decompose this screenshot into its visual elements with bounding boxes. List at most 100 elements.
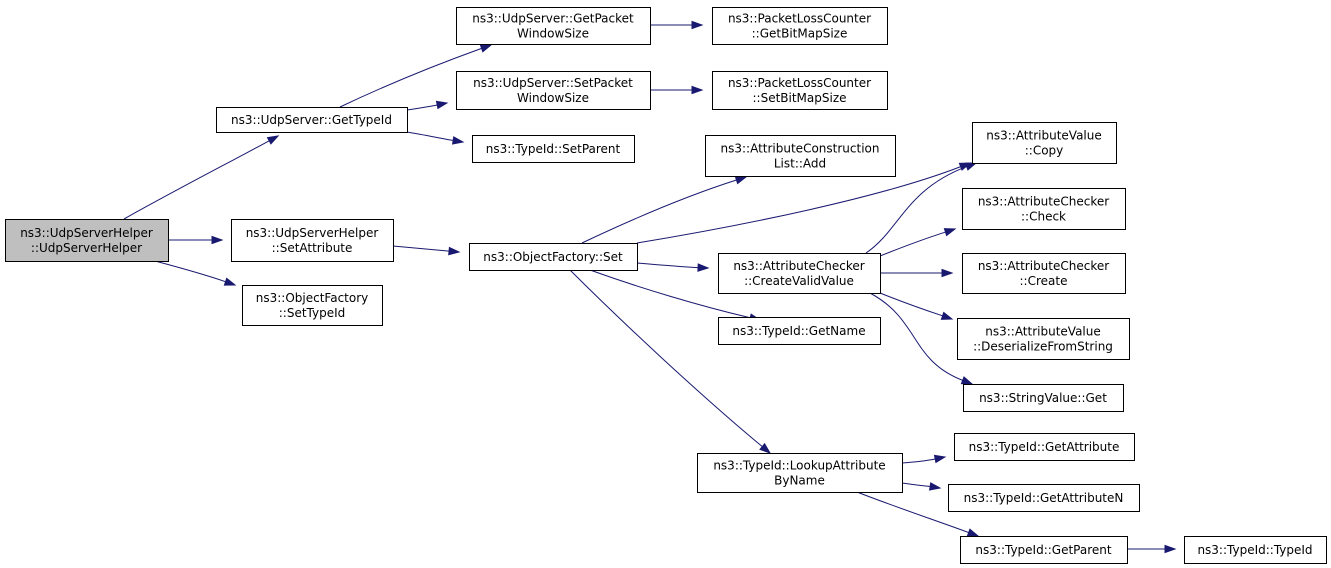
node-box (456, 71, 651, 110)
node-label: ns3::AttributeValue (986, 129, 1102, 143)
node-box (712, 7, 888, 45)
node-box (705, 135, 896, 177)
arrowhead (479, 44, 493, 53)
arrowhead (266, 135, 280, 145)
edge-createvalid-to-strget (869, 292, 974, 385)
edge-root-to-ofsettypeid (154, 260, 237, 286)
node-label: ns3::TypeId::SetParent (486, 142, 621, 156)
node-label: ns3::TypeId::GetAttributeN (964, 491, 1124, 505)
edge-line (589, 269, 751, 319)
node-box (472, 135, 635, 163)
node-label: ns3::TypeId::GetParent (975, 543, 1111, 557)
node-getparent[interactable]: ns3::TypeId::GetParent (960, 536, 1128, 564)
node-box (712, 71, 888, 110)
edge-gettypeid-to-setparent (406, 131, 465, 145)
edge-line (406, 104, 438, 111)
arrowhead (960, 376, 974, 385)
node-label: ns3::UdpServer::GetTypeId (231, 113, 392, 127)
edge-ofset-to-createvalid (636, 262, 710, 272)
edge-getpkt-to-getbitmap (650, 20, 704, 30)
node-box (5, 219, 169, 262)
edge-lookup-to-getattribute (901, 454, 947, 464)
node-box (242, 285, 383, 326)
node-label: WindowSize (517, 27, 589, 41)
node-getattribute[interactable]: ns3::TypeId::GetAttribute (954, 433, 1135, 461)
arrowhead (759, 442, 772, 454)
node-strget[interactable]: ns3::StringValue::Get (963, 384, 1124, 412)
node-box (718, 253, 881, 294)
edge-line (581, 179, 737, 244)
node-label: ns3::UdpServerHelper (246, 226, 379, 240)
node-label: ::SetBitMapSize (752, 91, 846, 105)
edge-line (879, 231, 946, 257)
node-label: ns3::TypeId::LookupAttribute (713, 459, 885, 473)
node-setattr[interactable]: ns3::UdpServerHelper::SetAttribute (231, 219, 394, 262)
arrowhead (941, 268, 954, 278)
edge-line (856, 491, 969, 534)
node-label: ::SetTypeId (279, 306, 346, 320)
edge-setpkt-to-setbitmap (650, 85, 704, 95)
arrowhead (940, 311, 954, 320)
arrowhead (691, 20, 704, 30)
node-label: ::SetAttribute (272, 241, 353, 255)
node-getname[interactable]: ns3::TypeId::GetName (718, 317, 881, 345)
node-label: ns3::TypeId::GetAttribute (969, 440, 1120, 454)
node-label: ns3::TypeId::GetName (732, 324, 865, 338)
node-label: ns3::PacketLossCounter (728, 76, 871, 90)
arrowhead (928, 482, 942, 491)
node-box (1184, 536, 1327, 564)
node-label: ByName (774, 474, 825, 488)
node-label: ns3::ObjectFactory::Set (483, 250, 623, 264)
edge-createvalid-to-avcopy (865, 162, 978, 254)
node-box (697, 453, 903, 493)
node-createvalid[interactable]: ns3::AttributeChecker::CreateValidValue (718, 253, 881, 294)
node-box (216, 107, 408, 133)
node-label: ns3::UdpServerHelper (20, 226, 153, 240)
node-typeidctor[interactable]: ns3::TypeId::TypeId (1184, 536, 1327, 564)
edge-line (901, 482, 931, 487)
edge-ofset-to-lookup (569, 269, 772, 454)
node-label: ns3::PacketLossCounter (728, 12, 871, 26)
node-label: ::CreateValidValue (744, 274, 854, 288)
node-accheck[interactable]: ns3::AttributeChecker::Check (962, 188, 1126, 230)
edge-ofset-to-acladd (581, 176, 748, 244)
arrowhead (211, 235, 224, 245)
node-accreate[interactable]: ns3::AttributeChecker::Create (962, 253, 1126, 294)
node-setparent[interactable]: ns3::TypeId::SetParent (472, 135, 635, 163)
edge-line (636, 262, 699, 269)
node-gettypeid[interactable]: ns3::UdpServer::GetTypeId (216, 107, 408, 133)
node-ofset[interactable]: ns3::ObjectFactory::Set (469, 243, 638, 271)
arrowhead (697, 263, 710, 272)
node-getattributen[interactable]: ns3::TypeId::GetAttributeN (948, 484, 1140, 512)
edge-getparent-to-typeidctor (1127, 544, 1177, 554)
node-root[interactable]: ns3::UdpServerHelper::UdpServerHelper (5, 219, 169, 262)
arrowhead (933, 454, 947, 464)
node-label: WindowSize (517, 91, 589, 105)
arrowhead (1164, 544, 1177, 554)
node-setbitmap[interactable]: ns3::PacketLossCounter::SetBitMapSize (712, 71, 888, 110)
node-ofsettypeid[interactable]: ns3::ObjectFactory::SetTypeId (242, 285, 383, 326)
edge-line (123, 140, 270, 220)
node-box (962, 188, 1126, 230)
edge-line (406, 131, 454, 141)
edge-line (392, 245, 450, 252)
node-box (231, 219, 394, 262)
node-getbitmap[interactable]: ns3::PacketLossCounter::GetBitMapSize (712, 7, 888, 45)
node-avdeser[interactable]: ns3::AttributeValue::DeserializeFromStri… (957, 318, 1130, 360)
node-avcopy[interactable]: ns3::AttributeValue::Copy (972, 122, 1117, 164)
edge-root-to-setattr (168, 235, 224, 245)
edge-lookup-to-getparent (856, 491, 980, 537)
node-box (954, 433, 1135, 461)
node-label: ::Copy (1025, 144, 1064, 158)
edge-line (865, 166, 967, 254)
edge-createvalid-to-accheck (879, 228, 957, 257)
edge-line (339, 47, 482, 108)
node-box (957, 318, 1130, 360)
arrowhead (734, 176, 748, 185)
node-label: ns3::UdpServer::GetPacket (472, 12, 634, 26)
node-box (962, 253, 1126, 294)
